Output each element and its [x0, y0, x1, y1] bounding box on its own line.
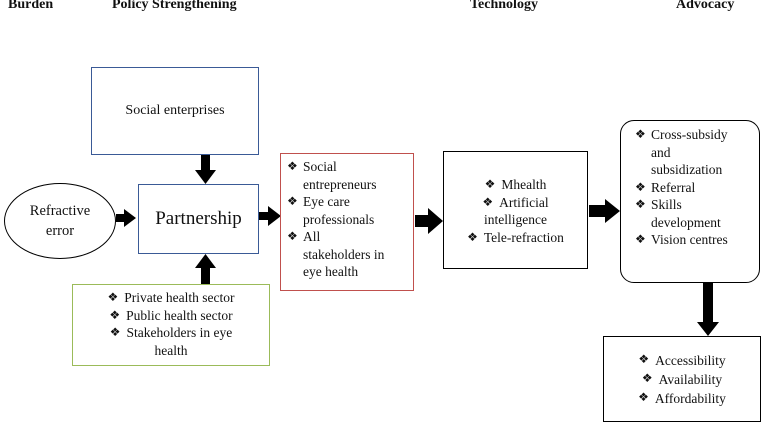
list-item: ❖Mhealth	[484, 177, 547, 192]
list-item: ❖Cross-subsidy	[635, 127, 728, 142]
list-item: ❖Affordability	[638, 389, 726, 406]
refractive-error-ellipse: Refractive error	[4, 183, 116, 259]
list-item: ❖All	[287, 229, 321, 244]
diamond-bullet-icon: ❖	[638, 389, 649, 404]
diamond-bullet-icon: ❖	[635, 197, 646, 211]
header-advocacy: Advocacy	[676, 0, 735, 12]
diamond-bullet-icon: ❖	[287, 194, 298, 208]
diamond-bullet-icon: ❖	[109, 325, 121, 339]
arrow-sectors-to-partnership	[195, 254, 216, 284]
list-item: and	[651, 144, 671, 160]
arrow-actors-to-technology	[415, 208, 443, 234]
header-technology: Technology	[470, 0, 538, 12]
outcomes-box: ❖Accessibility ❖Availability ❖Affordabil…	[603, 336, 761, 422]
advocacy-list: ❖Cross-subsidy and subsidization ❖Referr…	[635, 126, 759, 249]
list-item: ❖Public health sector	[109, 307, 233, 323]
diamond-bullet-icon: ❖	[638, 351, 650, 366]
list-item: development	[651, 214, 721, 230]
list-item: ❖Vision centres	[635, 232, 728, 247]
list-item: eye health	[303, 264, 359, 279]
diamond-bullet-icon: ❖	[109, 307, 121, 322]
arrow-burden-to-partnership	[116, 209, 136, 227]
list-item: ❖Skills	[635, 197, 682, 212]
list-item: intelligence	[484, 212, 547, 227]
actors-box: ❖Social entrepreneurs ❖Eye care professi…	[280, 153, 414, 291]
advocacy-box: ❖Cross-subsidy and subsidization ❖Referr…	[620, 120, 760, 283]
actors-list: ❖Social entrepreneurs ❖Eye care professi…	[287, 158, 413, 281]
list-item: ❖Private health sector	[107, 290, 235, 305]
sectors-list: ❖Private health sector ❖Public health se…	[73, 289, 269, 359]
header-policy-strengthening: Policy Strengthening	[112, 0, 237, 12]
list-item: ❖Social	[287, 159, 337, 174]
list-item: stakeholders in	[303, 246, 385, 262]
social-enterprises-box: Social enterprises	[91, 67, 259, 155]
arrow-partnership-to-actors	[259, 206, 281, 226]
diamond-bullet-icon: ❖	[641, 370, 653, 385]
list-item: ❖Eye care	[287, 194, 350, 209]
list-item: ❖Accessibility	[638, 351, 726, 368]
list-item: subsidization	[651, 162, 723, 177]
diamond-bullet-icon: ❖	[635, 232, 646, 246]
refractive-error-line-1: Refractive	[29, 203, 91, 219]
list-item: ❖Availability	[641, 370, 723, 387]
partnership-box: Partnership	[138, 184, 259, 254]
outcomes-list: ❖Accessibility ❖Availability ❖Affordabil…	[638, 351, 726, 408]
technology-list: ❖Mhealth ❖Artificial intelligence ❖Tele-…	[444, 176, 587, 246]
diamond-bullet-icon: ❖	[287, 159, 298, 173]
arrow-technology-to-advocacy	[589, 199, 620, 223]
diamond-bullet-icon: ❖	[635, 179, 646, 194]
diamond-bullet-icon: ❖	[107, 290, 119, 304]
diamond-bullet-icon: ❖	[467, 229, 478, 244]
refractive-error-line-2: error	[45, 223, 75, 239]
list-item: ❖Tele-refraction	[467, 229, 564, 245]
list-item: entrepreneurs	[303, 176, 377, 192]
list-item: ❖Referral	[635, 179, 696, 195]
arrow-advocacy-to-outcomes	[697, 282, 719, 336]
sectors-box: ❖Private health sector ❖Public health se…	[72, 284, 270, 366]
partnership-label: Partnership	[155, 208, 242, 229]
list-item: ❖Stakeholders in eye	[109, 325, 233, 340]
diamond-bullet-icon: ❖	[482, 194, 494, 209]
header-burden: Burden	[8, 0, 54, 12]
technology-box: ❖Mhealth ❖Artificial intelligence ❖Tele-…	[443, 151, 588, 269]
social-enterprises-label: Social enterprises	[125, 103, 225, 118]
arrow-enterprises-to-partnership	[195, 155, 216, 184]
diamond-bullet-icon: ❖	[287, 229, 298, 243]
list-item: ❖Artificial	[482, 194, 549, 210]
diamond-bullet-icon: ❖	[635, 127, 646, 141]
list-item: health	[154, 342, 188, 358]
diamond-bullet-icon: ❖	[484, 177, 496, 191]
list-item: professionals	[303, 211, 375, 227]
